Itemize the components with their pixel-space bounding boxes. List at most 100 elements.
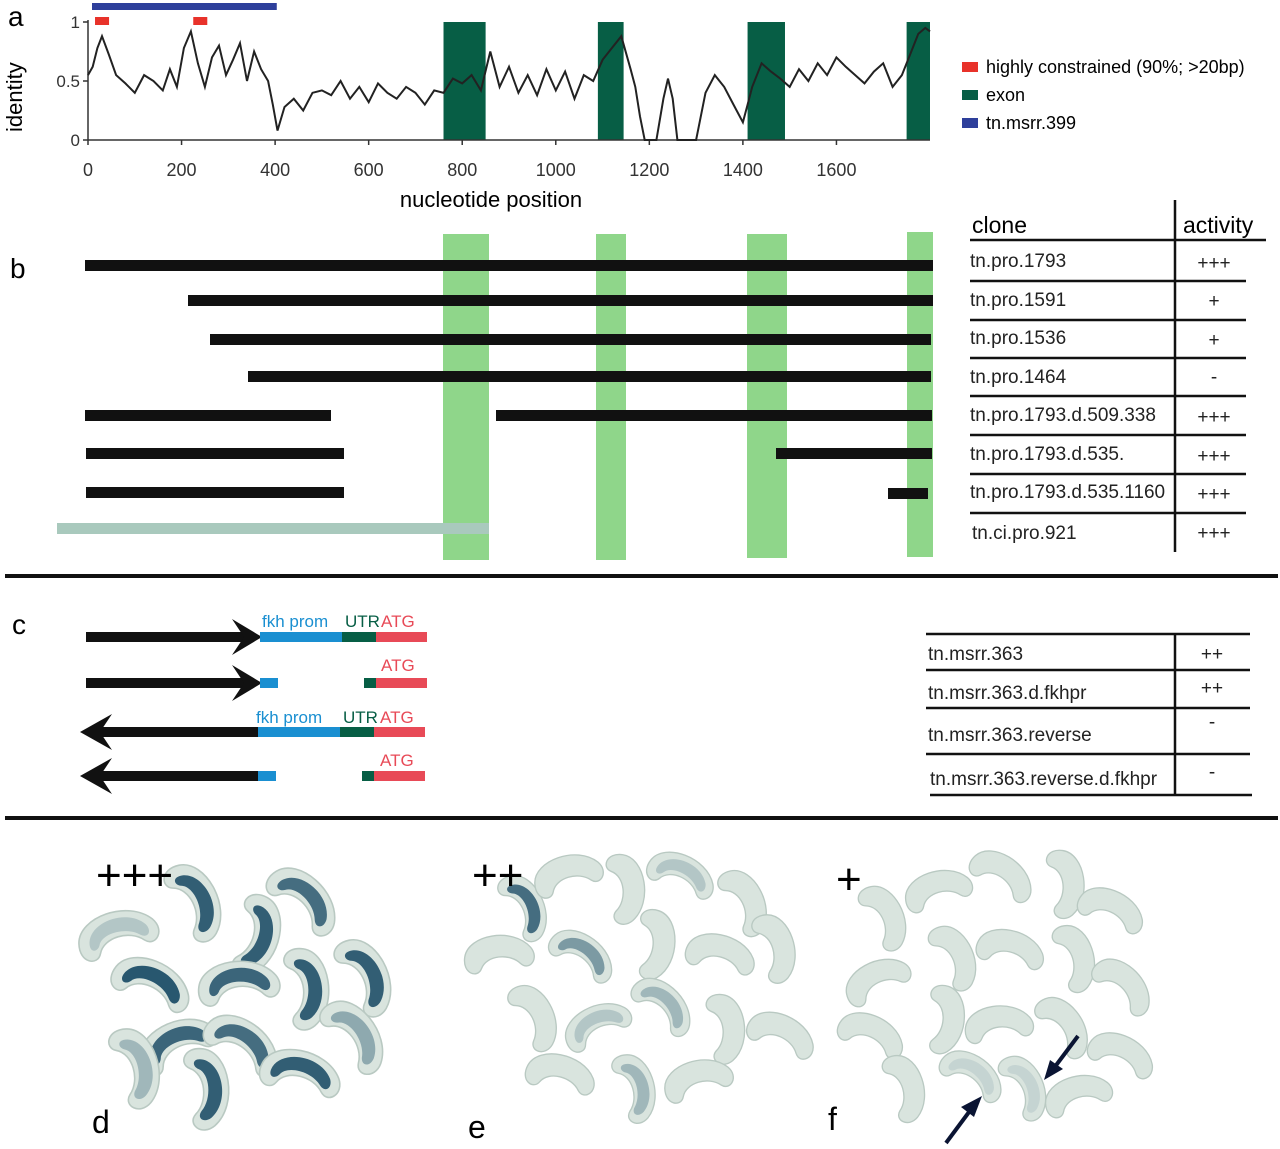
table-clone: tn.pro.1793.d.535.1160 — [970, 482, 1165, 503]
embryo — [684, 933, 755, 976]
table-activity: +++ — [1197, 523, 1230, 544]
stain — [240, 905, 274, 966]
arrow-left-icon — [80, 758, 112, 794]
table-activity: ++ — [1201, 644, 1223, 665]
embryo-body — [630, 977, 691, 1038]
embryo-body — [938, 1050, 1002, 1104]
embryo — [630, 977, 691, 1038]
stain — [656, 859, 706, 892]
stain — [214, 1024, 269, 1068]
embryo — [881, 1054, 926, 1124]
embryo-body — [1051, 924, 1096, 994]
table-clone: tn.pro.1591 — [970, 290, 1066, 311]
atg-label: ATG — [381, 656, 415, 675]
embryo-body — [1045, 849, 1085, 920]
atg-segment — [374, 727, 425, 737]
fkh-prom-segment — [258, 771, 276, 781]
activity-table-b: clone activity tn.pro.1793 +++ tn.pro.15… — [970, 200, 1266, 552]
embryo — [938, 1050, 1002, 1104]
embryo-body — [968, 850, 1032, 904]
constrained-mark — [95, 17, 110, 25]
embryo-group-d — [78, 864, 392, 1131]
x-tick-label: 200 — [167, 160, 197, 180]
embryo — [78, 909, 160, 962]
utr-segment — [362, 771, 374, 781]
embryo — [638, 908, 676, 981]
arrow-left-icon — [80, 714, 112, 750]
embryo — [1091, 958, 1150, 1017]
stain — [344, 950, 384, 1008]
embryo-body — [110, 956, 190, 1014]
embryo-body — [964, 1005, 1035, 1045]
stain — [330, 1011, 376, 1065]
stain — [119, 1039, 153, 1100]
legend: highly constrained (90%; >20bp) exon tn.… — [962, 57, 1245, 133]
table-activity: +++ — [1197, 484, 1230, 505]
panel-label-b: b — [10, 253, 26, 284]
stain — [174, 875, 214, 933]
embryo — [964, 1005, 1035, 1045]
embryo-body — [547, 929, 613, 984]
embryo — [524, 1053, 595, 1096]
embryo-body — [857, 885, 907, 952]
embryo-body — [638, 908, 676, 981]
embryo — [929, 984, 966, 1055]
x-tick-label: 1600 — [816, 160, 856, 180]
utr-segment — [364, 678, 376, 688]
stain — [558, 937, 605, 976]
embryo — [664, 1059, 734, 1104]
embryo-body — [524, 1053, 595, 1096]
embryo-body — [904, 869, 974, 914]
embryo — [845, 958, 912, 1008]
utr-label: UTR — [343, 708, 378, 727]
clone-bar — [248, 371, 931, 382]
legend-swatch-exon — [962, 90, 978, 100]
x-tick-label: 1000 — [536, 160, 576, 180]
table-clone: tn.pro.1464 — [970, 367, 1067, 388]
embryo-body — [507, 985, 557, 1053]
table-activity: ++ — [1201, 678, 1223, 699]
stain — [293, 959, 323, 1021]
construct-body — [86, 632, 244, 642]
x-tick-label: 400 — [260, 160, 290, 180]
clone-bar — [86, 487, 344, 498]
embryo-body — [975, 928, 1045, 971]
clone-bars-b — [57, 260, 933, 534]
embryo — [463, 934, 535, 975]
embryo — [547, 929, 613, 984]
table-clone: tn.pro.1793 — [970, 251, 1066, 272]
table-header-clone: clone — [972, 212, 1027, 238]
activity-level-d: +++ — [96, 851, 173, 900]
exon-band — [597, 22, 624, 140]
table-activity: - — [1209, 762, 1215, 783]
embryo — [611, 1054, 656, 1124]
embryo-body — [881, 1054, 926, 1124]
embryo — [534, 854, 604, 899]
embryo — [1044, 1074, 1114, 1119]
arrow-icon — [1044, 1034, 1080, 1080]
clone-bar-ci — [57, 523, 489, 534]
stain — [277, 877, 327, 927]
embryo — [507, 985, 557, 1053]
fkh-prom-segment — [260, 678, 278, 688]
table-header-activity: activity — [1183, 212, 1254, 238]
stain — [193, 1059, 223, 1121]
atg-segment — [376, 678, 427, 688]
construct-body — [98, 771, 258, 781]
atg-label: ATG — [381, 612, 415, 631]
exon-band — [907, 232, 933, 557]
y-tick-label: 0 — [71, 131, 80, 150]
stain — [89, 917, 150, 951]
table-activity: +++ — [1197, 253, 1230, 274]
embryo — [231, 893, 282, 976]
identity-line — [87, 26, 931, 141]
x-tick-label: 600 — [354, 160, 384, 180]
exon-band — [747, 22, 785, 140]
embryo-body — [1086, 1032, 1153, 1080]
activity-level-f: + — [836, 855, 862, 904]
embryo-body — [1076, 887, 1143, 935]
embryo — [258, 1048, 341, 1099]
exon-band — [443, 234, 489, 560]
